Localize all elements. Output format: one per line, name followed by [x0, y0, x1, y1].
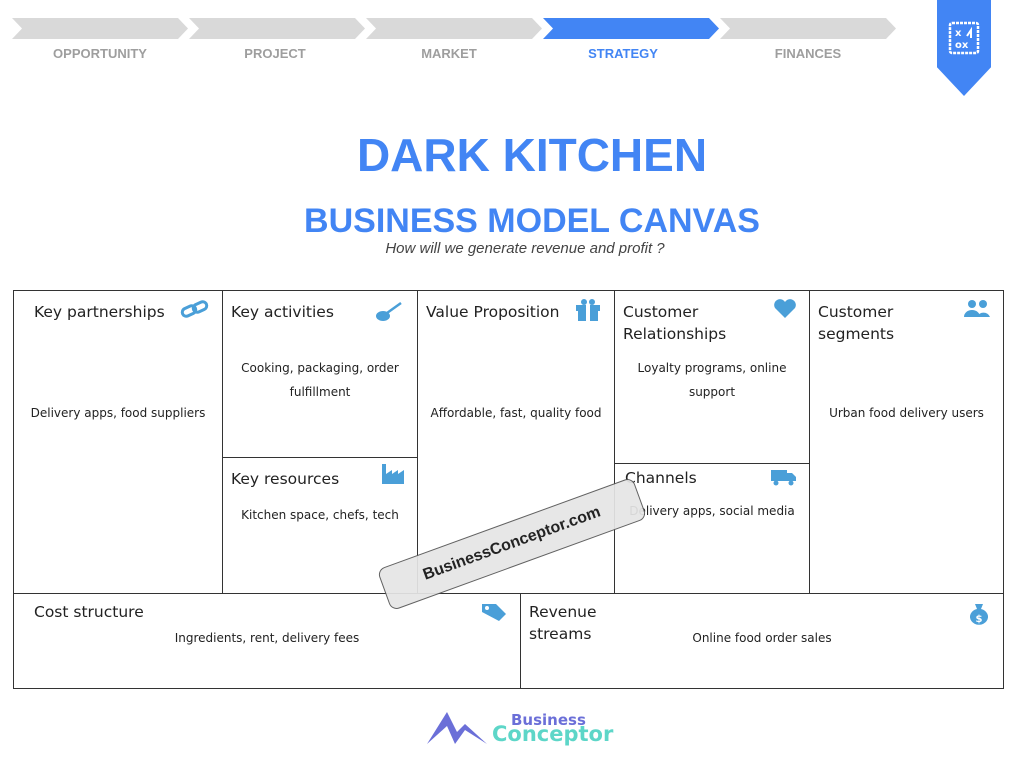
block-text: Kitchen space, chefs, tech — [241, 508, 399, 522]
block-title: Channels — [625, 469, 697, 487]
svg-text:ox: ox — [955, 40, 969, 51]
factory-icon — [382, 464, 404, 484]
page-question: How will we generate revenue and profit … — [385, 240, 665, 257]
channels-block: Channels Delivery apps, social media — [614, 463, 810, 594]
step-strategy-label[interactable]: STRATEGY — [588, 46, 658, 61]
key-partnerships-block: Key partnerships Delivery apps, food sup… — [13, 290, 223, 594]
block-text: Delivery apps, food suppliers — [30, 406, 206, 420]
strategy-board-icon: xox — [948, 21, 980, 55]
block-text: Delivery apps, social media — [629, 504, 795, 518]
block-text: Cooking, packaging, order fulfillment — [241, 361, 399, 399]
step-strategy-arrow[interactable] — [543, 18, 719, 39]
step-project-arrow[interactable] — [189, 18, 365, 39]
svg-text:x: x — [955, 28, 962, 39]
logo-line1: Business — [511, 711, 586, 729]
step-opportunity-label[interactable]: OPPORTUNITY — [53, 46, 147, 61]
step-market-label[interactable]: MARKET — [421, 46, 477, 61]
page-subtitle: BUSINESS MODEL CANVAS — [304, 202, 760, 240]
block-text: Ingredients, rent, delivery fees — [174, 631, 360, 645]
truck-icon — [771, 470, 796, 486]
mountain-logo-icon — [427, 712, 487, 744]
block-title: Key activities — [231, 303, 334, 321]
page-title: DARK KITCHEN — [356, 129, 708, 181]
block-text: Urban food delivery users — [829, 406, 984, 420]
step-opportunity-arrow[interactable] — [12, 18, 188, 39]
step-finances-arrow[interactable] — [720, 18, 896, 39]
cost-structure-block: Cost structure Ingredients, rent, delive… — [13, 593, 521, 689]
revenue-streams-block: Revenue streams Online food order sales … — [520, 593, 1004, 689]
block-title: Key partnerships — [34, 303, 165, 321]
step-finances-label[interactable]: FINANCES — [774, 46, 842, 61]
customer-relationships-block: Customer Relationships Loyalty programs,… — [614, 290, 810, 464]
key-activities-block: Key activities Cooking, packaging, order… — [222, 290, 418, 458]
block-title: Value Proposition — [426, 303, 560, 321]
block-title: Cost structure — [34, 603, 144, 621]
heart-icon — [774, 299, 796, 318]
svg-text:$: $ — [976, 614, 983, 625]
step-market-arrow[interactable] — [366, 18, 542, 39]
block-text: Loyalty programs, online support — [637, 361, 787, 399]
block-title: Key resources — [231, 470, 340, 488]
step-project-label[interactable]: PROJECT — [244, 46, 306, 61]
users-icon — [964, 300, 990, 317]
block-text: Affordable, fast, quality food — [430, 406, 602, 420]
customer-segments-block: Customer segments Urban food delivery us… — [809, 290, 1004, 594]
tag-icon — [482, 604, 506, 621]
gift-icon — [576, 299, 600, 321]
money-bag-icon: $ — [970, 604, 988, 625]
block-title: Customer segments — [818, 303, 895, 343]
business-conceptor-logo: Business Conceptor — [425, 710, 613, 754]
shovel-icon — [376, 301, 402, 321]
link-icon — [180, 300, 209, 318]
block-title: Revenue streams — [529, 603, 597, 643]
block-text: Online food order sales — [692, 631, 832, 645]
block-title: Customer Relationships — [623, 303, 727, 343]
logo-line2: Conceptor — [492, 722, 614, 746]
